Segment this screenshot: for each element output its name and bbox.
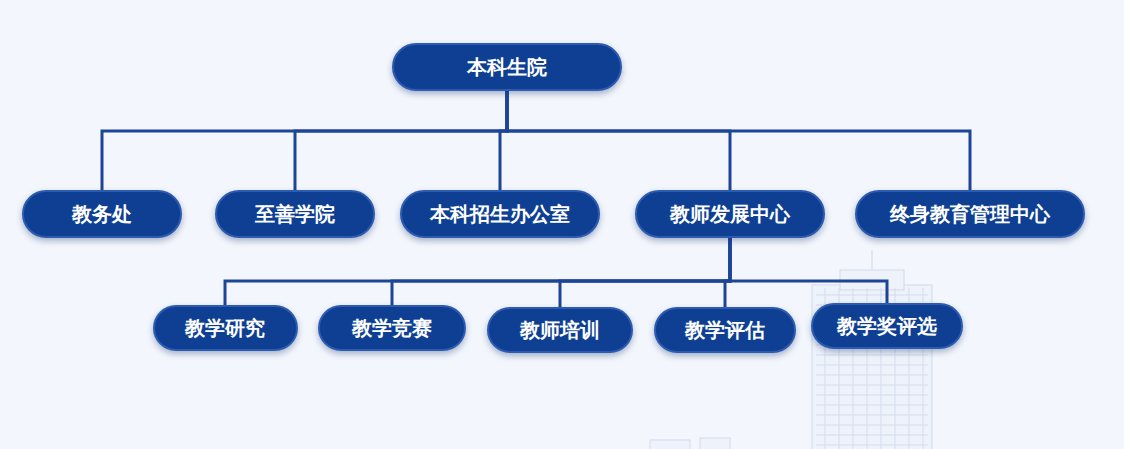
- unit-box: 教师发展中心: [635, 190, 825, 238]
- window-line: [816, 375, 928, 376]
- unit-label: 教学奖评选: [837, 314, 937, 338]
- unit-box: 教学竞赛: [318, 305, 466, 351]
- unit-box: 教学评估: [654, 307, 796, 353]
- unit-box: 终身教育管理中心: [855, 190, 1085, 238]
- window-line: [816, 355, 928, 356]
- tree-connector: [507, 91, 730, 190]
- unit-label: 至善学院: [255, 202, 335, 226]
- unit-box: 本科招生办公室: [400, 190, 600, 238]
- unit-label: 教务处: [72, 202, 132, 226]
- tree-connector: [730, 238, 887, 303]
- unit-label: 教学评估: [685, 318, 765, 342]
- window-line: [816, 365, 928, 366]
- unit-box: 教学研究: [153, 305, 298, 351]
- tree-connector: [102, 91, 507, 190]
- unit-label: 教师发展中心: [670, 202, 790, 226]
- unit-label: 终身教育管理中心: [890, 202, 1050, 226]
- window-line: [816, 295, 928, 296]
- window-line: [816, 425, 928, 426]
- window-line: [816, 445, 928, 446]
- unit-label: 本科招生办公室: [430, 202, 570, 226]
- window-line: [816, 405, 928, 406]
- window-line: [816, 415, 928, 416]
- unit-label: 教学研究: [185, 316, 265, 340]
- unit-label: 教学竞赛: [352, 316, 432, 340]
- root-box: 本科生院: [392, 43, 622, 91]
- tree-connector: [295, 91, 507, 190]
- unit-box: 至善学院: [215, 190, 375, 238]
- tree-connector: [225, 238, 730, 305]
- unit-label: 本科生院: [467, 55, 547, 79]
- unit-box: 教学奖评选: [811, 303, 963, 349]
- window-line: [816, 395, 928, 396]
- window-line: [816, 435, 928, 436]
- window-line: [816, 385, 928, 386]
- unit-box: 教务处: [22, 190, 182, 238]
- tree-connector: [560, 238, 730, 307]
- unit-label: 教师培训: [520, 318, 600, 342]
- unit-box: 教师培训: [487, 307, 633, 353]
- tree-connector: [507, 91, 970, 190]
